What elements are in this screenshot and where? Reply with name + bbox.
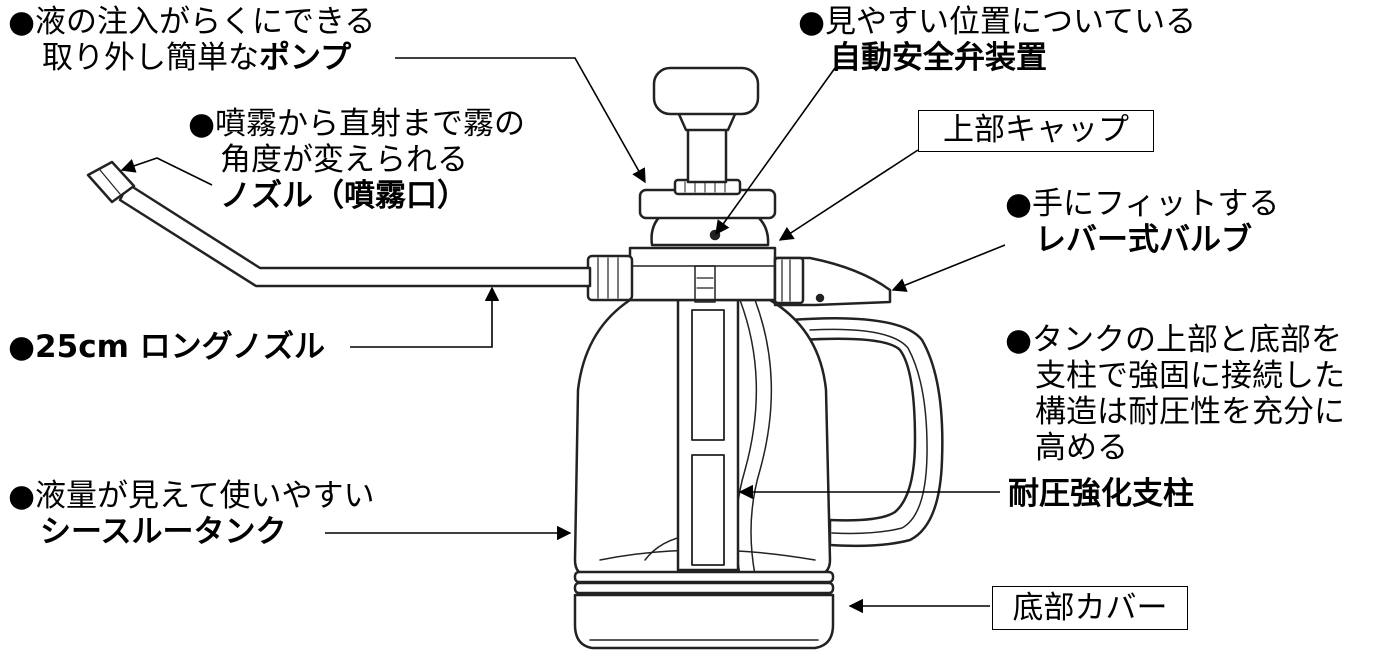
safety-valve-leader: [715, 67, 836, 236]
long-nozzle-callout: ●25cm ロングノズル: [8, 329, 326, 365]
pump-knob: [652, 66, 760, 116]
pillar-desc-line3: 構造は耐圧性を充分に: [1035, 394, 1345, 430]
nozzle-tip: [86, 160, 136, 204]
tank-callout: ●液量が見えて使いやすい シースルータンク: [8, 478, 375, 550]
pillar-desc-line4: 高める: [1035, 430, 1128, 466]
top-cap-leader: [778, 149, 919, 241]
lever-leader: [891, 244, 1006, 292]
bottom-cover-label: 底部カバー: [992, 586, 1188, 630]
nozzle-bold: ノズル（噴霧口）: [220, 178, 468, 214]
long-nozzle: [118, 182, 592, 288]
pump-callout: ●液の注入がらくにできる 取り外し簡単なポンプ: [8, 4, 375, 76]
top-cap-label: 上部キャップ: [918, 110, 1154, 152]
tank-line1: ●液量が見えて使いやすい: [8, 478, 375, 514]
pump-callout-line1: ●液の注入がらくにできる: [8, 4, 376, 40]
pump-callout-line2: 取り外し簡単な: [42, 40, 259, 76]
pillar-desc-line1: ●タンクの上部と底部を: [1005, 322, 1343, 358]
nozzle-line1: ●噴霧から直射まで霧の: [188, 106, 526, 142]
pump-callout-bold: ポンプ: [259, 40, 352, 76]
lever-valve-line1: ●手にフィットする: [1005, 186, 1280, 222]
pillar-desc-callout: ●タンクの上部と底部を 支柱で強固に接続した 構造は耐圧性を充分に 高める: [1005, 322, 1345, 466]
nozzle-line2: 角度が変えられる: [220, 142, 468, 178]
safety-valve-callout: ●見やすい位置についている 自動安全弁装置: [798, 4, 1196, 76]
lever-valve-callout: ●手にフィットする レバー式バルブ: [1005, 186, 1279, 258]
bottom-cover-shape: [573, 593, 835, 650]
lever-valve-bold: レバー式バルブ: [1035, 222, 1252, 258]
nozzle-leader: [120, 157, 213, 186]
pillar-desc-line2: 支柱で強固に接続した: [1035, 358, 1345, 394]
pump-leader: [395, 57, 646, 184]
safety-valve-line1: ●見やすい位置についている: [798, 4, 1197, 40]
long-nozzle-leader: [350, 286, 500, 348]
pillar-callout: 耐圧強化支柱: [1008, 476, 1194, 512]
tank-bold: シースルータンク: [40, 514, 287, 550]
nozzle-callout: ●噴霧から直射まで霧の 角度が変えられる ノズル（噴霧口）: [188, 106, 525, 214]
safety-valve-bold: 自動安全弁装置: [830, 40, 1047, 76]
